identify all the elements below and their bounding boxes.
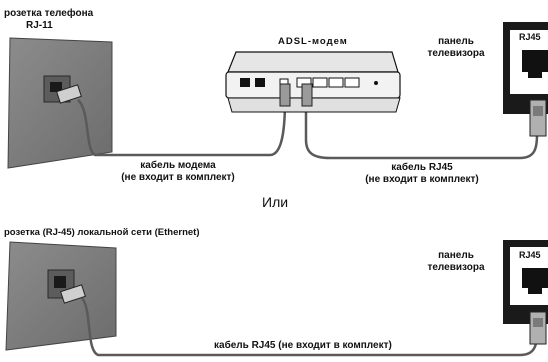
top-wall-outlet <box>7 37 113 169</box>
bottom-cable-label: кабель RJ45 (не входит в комплект) <box>214 340 392 351</box>
top-rj45-cable <box>304 100 539 160</box>
ethernet-plug-icon <box>60 284 86 304</box>
top-modem-cable <box>77 99 287 157</box>
modem-label: ADSL-модем <box>278 36 348 47</box>
top-tv-port-label: RJ45 <box>519 32 541 42</box>
top-rj45-cable-label-line1: кабель RJ45 <box>391 162 453 173</box>
bottom-tv-panel-label-line2: телевизора <box>427 262 485 273</box>
top-rj45-cable-label-line2: (не входит в комплект) <box>365 174 479 185</box>
top-tv-panel-icon <box>503 22 548 114</box>
bottom-tv-port-label: RJ45 <box>519 250 541 260</box>
bottom-wall-outlet <box>5 241 117 351</box>
bottom-tv-panel-icon <box>503 240 548 324</box>
bottom-tv-plug-icon <box>529 311 547 345</box>
modem-cable-label-line2: (не входит в комплект) <box>121 172 235 183</box>
adsl-modem-icon <box>225 51 401 113</box>
bottom-tv-panel-label-line1: панель <box>438 250 474 261</box>
phone-plug-icon <box>56 84 82 104</box>
modem-cable-label-line1: кабель модема <box>140 160 216 171</box>
bottom-outlet-label: розетка (RJ-45) локальной сети (Ethernet… <box>4 227 200 238</box>
separator-or-text: Или <box>262 194 289 210</box>
top-tv-plug-icon <box>529 99 547 137</box>
top-tv-panel-label-line1: панель <box>438 36 474 47</box>
modem-plug-icon <box>279 83 313 107</box>
top-outlet-label-line2: RJ-11 <box>26 20 53 31</box>
top-outlet-label-line1: розетка телефона <box>4 8 94 19</box>
top-tv-panel-label-line2: телевизора <box>427 48 485 59</box>
